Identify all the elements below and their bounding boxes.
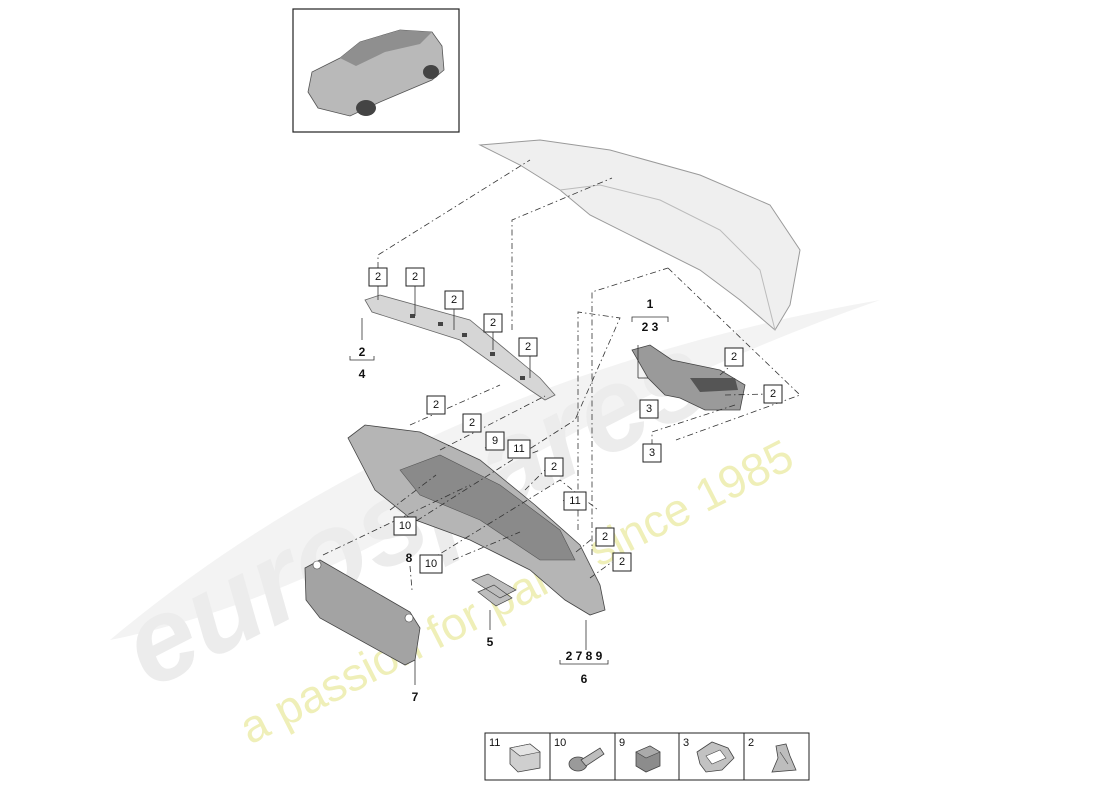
callout-box: 11: [563, 491, 587, 511]
callout-box: 2: [405, 267, 425, 287]
side-bracket-detail: [690, 378, 738, 392]
group-label-6: 6: [581, 672, 588, 686]
callout-box: 11: [507, 439, 531, 459]
legend-cell: 9: [619, 737, 661, 773]
svg-text:2: 2: [490, 317, 496, 329]
svg-text:11: 11: [513, 443, 524, 455]
svg-text:2: 2: [770, 388, 776, 400]
svg-text:11: 11: [569, 495, 580, 507]
bracket-part-5: [471, 573, 517, 607]
trim-strip-clips: [410, 314, 525, 380]
side-bracket-shape: [631, 344, 746, 411]
spring-clip-icon: [771, 743, 797, 773]
square-clip-icon: [509, 743, 541, 773]
small-parts-legend: 11 10 9 3: [484, 732, 810, 781]
rubber-buffer-icon: [635, 745, 661, 773]
svg-text:3: 3: [649, 447, 655, 459]
svg-text:2: 2: [433, 399, 439, 411]
trim-strip-shape: [364, 294, 556, 401]
group-label-4-sub: 2: [359, 345, 366, 359]
callout-box: 10: [393, 516, 417, 536]
svg-text:2: 2: [731, 351, 737, 363]
svg-text:3: 3: [646, 403, 652, 415]
lower-trim-part-6: [347, 424, 606, 616]
part-numbers: 1 2 3 2 4 2 7 8 9 6 5 7 8: [359, 297, 659, 704]
upper-tailgate-trim: [478, 139, 801, 331]
legend-cell: 2: [748, 737, 797, 773]
svg-text:2: 2: [602, 531, 608, 543]
svg-text:2: 2: [451, 294, 457, 306]
trim-panel-shape: [478, 139, 801, 331]
bracket-shape: [471, 573, 517, 607]
legend-cell: 11: [489, 737, 541, 773]
callout-box: 10: [419, 554, 443, 574]
callout-box: 2: [724, 347, 744, 367]
group-label-8: 8: [406, 551, 413, 565]
svg-text:10: 10: [554, 737, 566, 749]
svg-text:3: 3: [683, 737, 689, 749]
legend-cell: 10: [554, 737, 605, 772]
svg-text:11: 11: [489, 737, 500, 749]
expansion-rivet-icon: [568, 747, 605, 772]
callout-box: 2: [763, 384, 783, 404]
callout-box: 2: [483, 313, 503, 333]
svg-text:2: 2: [412, 271, 418, 283]
svg-text:9: 9: [492, 435, 498, 447]
group-label-4: 4: [359, 367, 366, 381]
group-label-1: 1: [647, 297, 654, 311]
vehicle-wheel-front: [356, 100, 376, 116]
group-brackets: [349, 316, 669, 665]
svg-text:2: 2: [748, 737, 754, 749]
callout-box: 3: [642, 443, 662, 463]
callout-box: 2: [368, 267, 388, 287]
callout-box: 9: [485, 431, 505, 451]
callout-box: 2: [426, 395, 446, 415]
callout-box: 2: [544, 457, 564, 477]
metal-clip-icon: [696, 741, 735, 773]
group-label-1-sub: 2 3: [642, 320, 659, 334]
svg-text:2: 2: [619, 556, 625, 568]
lower-trim-recess: [399, 454, 576, 561]
svg-text:10: 10: [399, 520, 411, 532]
vehicle-roof: [340, 30, 432, 66]
group-label-6-sub: 2 7 8 9: [566, 649, 603, 663]
callout-box: 2: [462, 413, 482, 433]
svg-text:2: 2: [551, 461, 557, 473]
svg-text:10: 10: [425, 558, 437, 570]
callout-box: 2: [518, 337, 538, 357]
vehicle-thumbnail: [292, 8, 460, 133]
svg-text:9: 9: [619, 737, 625, 749]
svg-text:2: 2: [525, 341, 531, 353]
group-label-5: 5: [487, 635, 494, 649]
vehicle-wheel-rear: [423, 65, 439, 79]
callout-boxes: 2 2 2 2 2 2 2 9 11 2 11 10 10 2 2 2 2 3 …: [368, 267, 783, 574]
group-label-7: 7: [412, 690, 419, 704]
legend-cell: 3: [683, 737, 735, 773]
callout-box: 3: [639, 399, 659, 419]
callout-box: 2: [612, 552, 632, 572]
watermark-swoosh: [110, 300, 880, 640]
trim-strip-part-4: [364, 294, 556, 401]
callout-box: 2: [444, 290, 464, 310]
svg-text:2: 2: [469, 417, 475, 429]
side-bracket-part-1: [631, 344, 746, 411]
callout-box: 2: [595, 527, 615, 547]
svg-text:2: 2: [375, 271, 381, 283]
